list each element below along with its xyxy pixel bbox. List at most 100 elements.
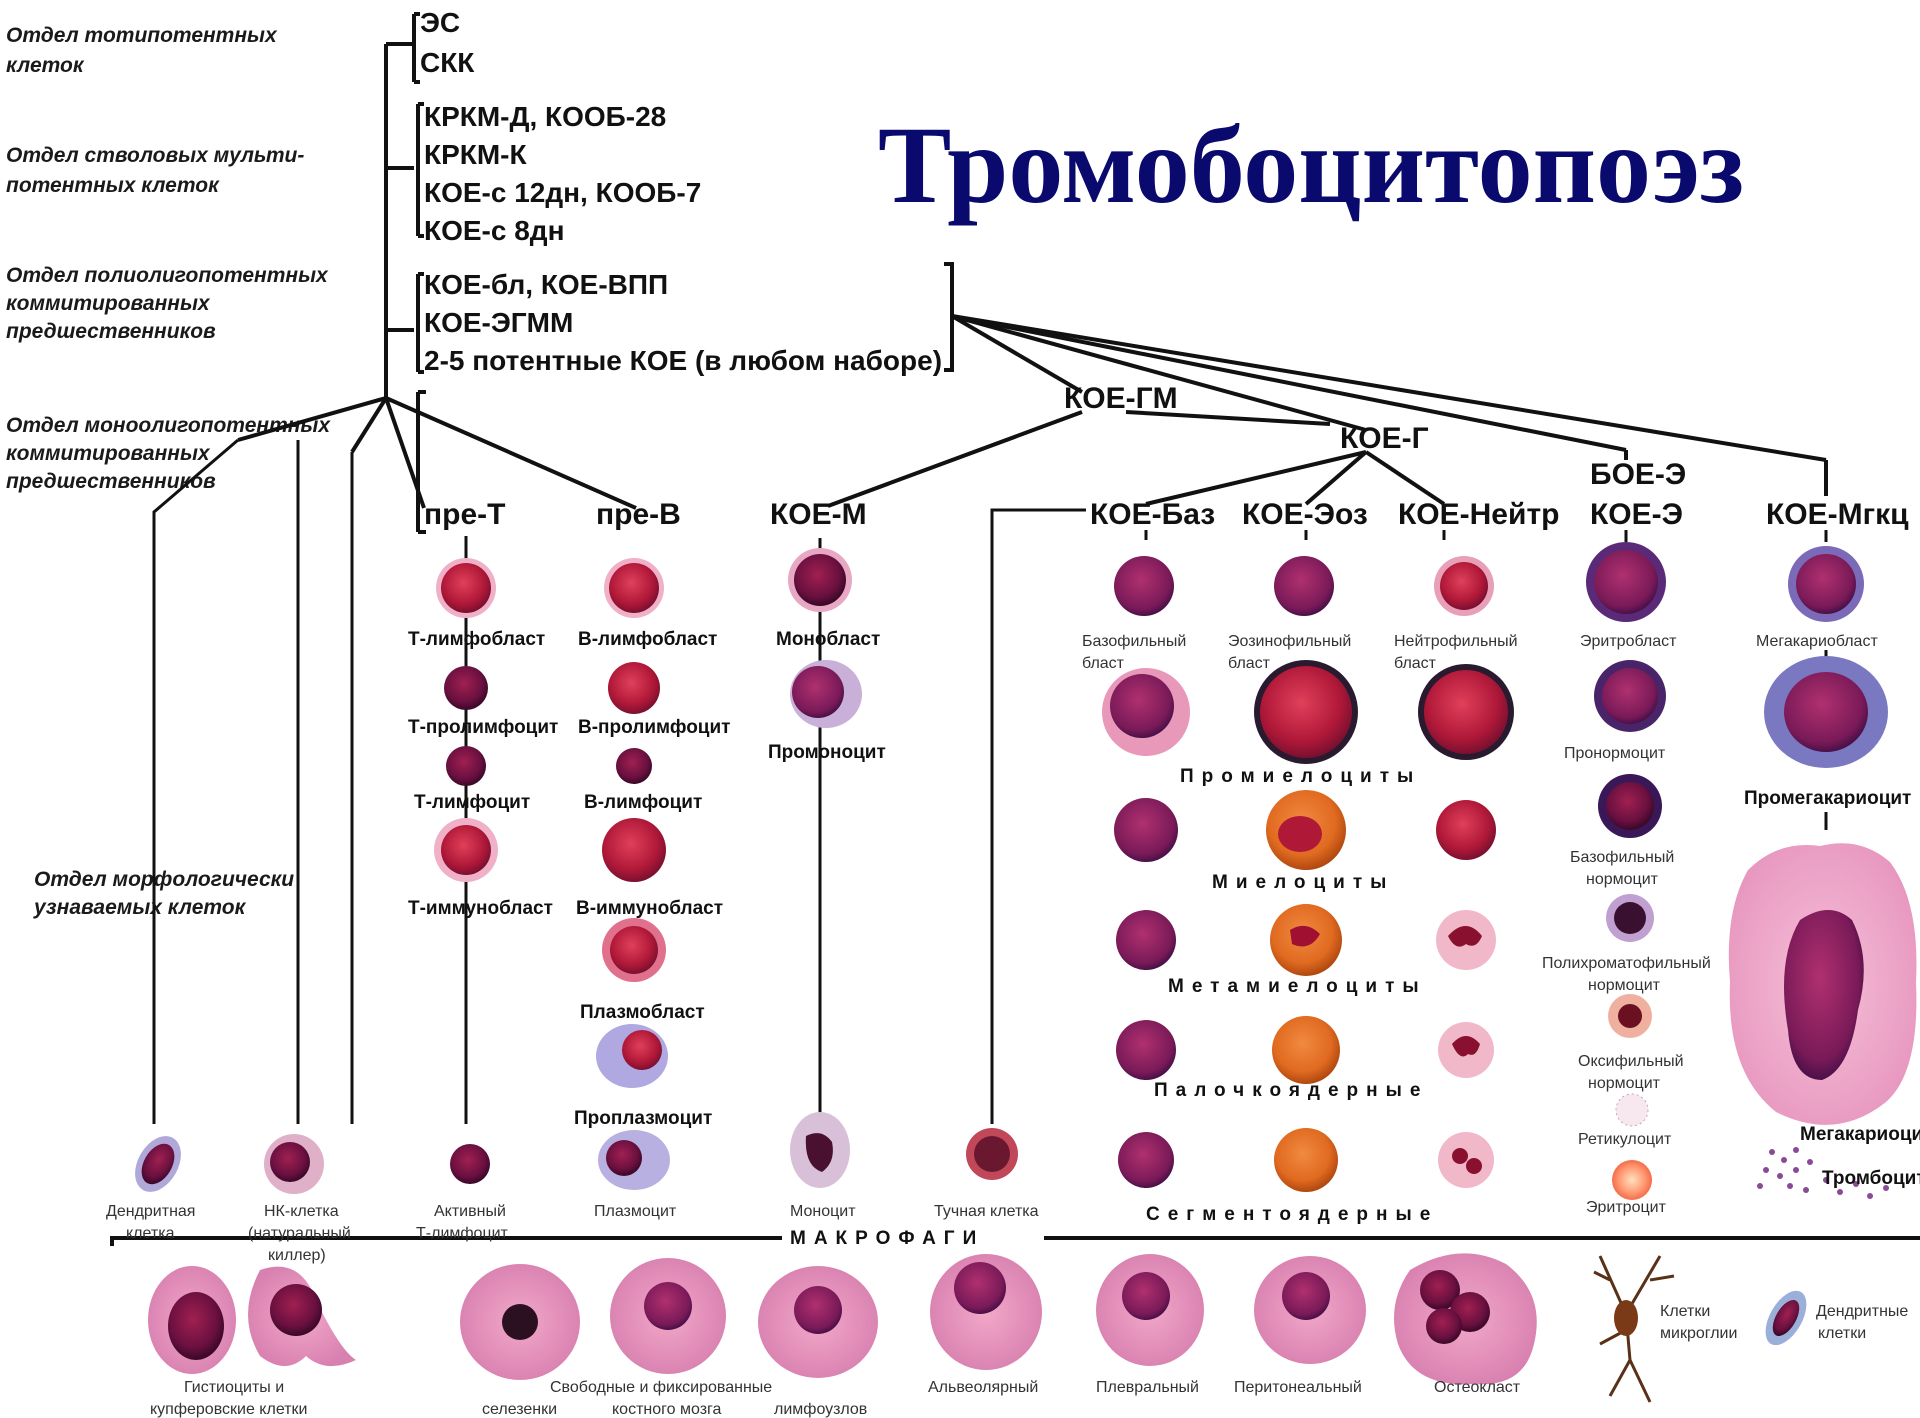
megakaryoblast-label: Мегакариобласт — [1756, 633, 1878, 650]
code-koe-s-8: КОЕ-с 8дн — [424, 215, 564, 246]
node-koe-g: КОЕ-Г — [1340, 422, 1429, 455]
basophil-band-cell — [1116, 1020, 1176, 1080]
neutrophil-promyelocyte-nucleus — [1424, 670, 1508, 754]
nk-label-2: (натуральный — [248, 1225, 351, 1242]
dept-polioligo-line3: предшественников — [6, 320, 216, 343]
dendritic-label-1: Дендритная — [106, 1203, 195, 1220]
node-pre-b: пре-В — [596, 498, 681, 531]
neutrophil-myelocyte-cell — [1436, 800, 1496, 860]
proplasmocyte-label: Проплазмоцит — [574, 1108, 712, 1129]
spleen-label: селезенки — [482, 1401, 557, 1418]
code-koe-egmm: КОЕ-ЭГММ — [424, 307, 573, 338]
b-immunoblast-label: В-иммунобласт — [576, 898, 723, 919]
basophil-metamyelocyte-cell — [1116, 910, 1176, 970]
promyelocytes-label: Промиелоциты — [1180, 766, 1421, 787]
mast-cell-label: Тучная клетка — [934, 1203, 1039, 1220]
dept-monooligo-line2: коммитированных — [6, 442, 211, 465]
page-title: Тромобоцитопоэз — [878, 104, 1744, 226]
polychromatophilic-normocyte-label-1: Полихроматофильный — [1542, 955, 1711, 972]
myelocytes-label: Миелоциты — [1212, 872, 1394, 893]
monoblast-nucleus — [794, 554, 846, 606]
t-lymphocyte-cell — [446, 746, 486, 786]
node-koe-gm: КОЕ-ГМ — [1064, 382, 1178, 415]
progenitor-labels: КОЕ-ГМ КОЕ-Г БОЕ-Э пре-Т пре-В КОЕ-М КОЕ… — [424, 382, 1909, 531]
osteoclast-nucleus-3 — [1426, 1308, 1462, 1344]
t-immunoblast-label: Т-иммунобласт — [408, 898, 553, 919]
basophil-blast-label-1: Базофильный — [1082, 633, 1186, 650]
node-pre-t: пре-Т — [424, 498, 505, 531]
plasmocyte-nucleus — [606, 1140, 642, 1176]
peritoneal-macrophage-nucleus — [1282, 1272, 1330, 1320]
eosinophil-band-cell — [1272, 1016, 1340, 1084]
neutrophil-blast-label-2: бласт — [1394, 655, 1437, 672]
nk-label-1: НК-клетка — [264, 1203, 339, 1220]
megakaryocyte-label: Мегакариоцит — [1800, 1124, 1920, 1145]
plasmoblast-nucleus — [610, 926, 658, 974]
b-lymphoblast-label: В-лимфобласт — [578, 629, 717, 650]
plasmocyte-label: Плазмоцит — [594, 1203, 677, 1220]
kupffer-label-2: купферовские клетки — [150, 1401, 307, 1418]
eosinophil-blast-label-1: Эозинофильный — [1228, 633, 1351, 650]
kupffer-label-1: Гистиоциты и — [184, 1379, 284, 1396]
granulocyte-lineage: Базофильный бласт Эозинофильный бласт Не… — [1082, 556, 1518, 1225]
node-koe-neitr: КОЕ-Нейтр — [1398, 498, 1559, 531]
code-skk: СКК — [420, 47, 475, 78]
erythrocyte-label: Эритроцит — [1586, 1199, 1667, 1216]
t-lymphoblast-label: Т-лимфобласт — [408, 629, 545, 650]
b-lymphocyte-label: В-лимфоцит — [584, 792, 702, 813]
lymph-label: лимфоузлов — [774, 1401, 867, 1418]
b-lymphocyte-lineage: В-лимфобласт В-пролимфоцит В-лимфоцит В-… — [574, 558, 730, 1129]
eosinophil-blast-cell — [1274, 556, 1334, 616]
dendritic2-label-1: Дендритные — [1816, 1303, 1908, 1320]
b-lymphoblast-nucleus — [609, 563, 659, 613]
t-lymphocyte-lineage: Т-лимфобласт Т-пролимфоцит Т-лимфоцит Т-… — [408, 558, 558, 919]
marrow-label: костного мозга — [612, 1401, 722, 1418]
eosinophil-blast-label-2: бласт — [1228, 655, 1271, 672]
microglia-label-2: микроглии — [1660, 1325, 1737, 1342]
alveolar-macrophage-nucleus — [954, 1262, 1006, 1314]
node-koe-eoz: КОЕ-Эоз — [1242, 498, 1368, 531]
t-lymphoblast-nucleus — [441, 563, 491, 613]
pronormocyte-nucleus — [1602, 668, 1658, 724]
mast-cell-core — [974, 1136, 1010, 1172]
basophil-myelocyte-cell — [1114, 798, 1178, 862]
dept-totipotent-line1: Отдел тотипотентных — [6, 24, 278, 47]
nk-cell-nucleus — [270, 1142, 310, 1182]
band-label: Палочкоядерные — [1154, 1080, 1428, 1101]
reticulocyte-cell — [1616, 1094, 1648, 1126]
polychromatophilic-normocyte-nucleus — [1614, 902, 1646, 934]
oxyphilic-normocyte-label-1: Оксифильный — [1578, 1053, 1684, 1070]
pronormocyte-label: Пронормоцит — [1564, 745, 1666, 762]
t-lymphocyte-label: Т-лимфоцит — [414, 792, 530, 813]
dendritic2-label-2: клетки — [1818, 1325, 1866, 1342]
b-prolymphocyte-cell — [608, 662, 660, 714]
b-prolymphocyte-label: В-пролимфоцит — [578, 717, 730, 738]
code-es: ЭС — [420, 7, 460, 38]
segmented-label: Сегментоядерные — [1146, 1204, 1438, 1225]
department-labels: Отдел тотипотентных клеток Отдел стволов… — [6, 24, 331, 919]
b-lymphocyte-cell — [616, 748, 652, 784]
neutrophil-blast-label-1: Нейтрофильный — [1394, 633, 1518, 650]
promegakaryocyte-label: Промегакариоцит — [1744, 788, 1911, 809]
megakaryocyte-lineage: Мегакариобласт Промегакариоцит Мегакарио… — [1729, 546, 1920, 1199]
histiocyte-nucleus — [168, 1292, 224, 1360]
peritoneal-label: Перитонеальный — [1234, 1379, 1362, 1396]
proplasmocyte-nucleus — [622, 1030, 662, 1070]
code-krkm-k: КРКМ-К — [424, 139, 528, 170]
active-t-label-1: Активный — [434, 1203, 506, 1220]
marrow-macrophage-nucleus — [644, 1282, 692, 1330]
basophil-blast-label-2: бласт — [1082, 655, 1125, 672]
basophil-promyelocyte-nucleus — [1110, 674, 1174, 738]
dept-stem-line2: потентных клеток — [6, 174, 220, 197]
dept-morph-line1: Отдел морфологически — [34, 868, 294, 891]
promonocyte-label: Промоноцит — [768, 742, 886, 763]
macrophages-header: МАКРОФАГИ — [790, 1228, 984, 1249]
t-immunoblast-nucleus — [441, 825, 491, 875]
dendritic-label-2: клетка — [126, 1225, 175, 1242]
eosinophil-segmented-cell — [1274, 1128, 1338, 1192]
eritroblast-label: Эритробласт — [1580, 633, 1677, 650]
node-koe-baz: КОЕ-Баз — [1090, 498, 1215, 531]
basophilic-normocyte-label-1: Базофильный — [1570, 849, 1674, 866]
metamyelocytes-label: Метамиелоциты — [1168, 976, 1427, 997]
